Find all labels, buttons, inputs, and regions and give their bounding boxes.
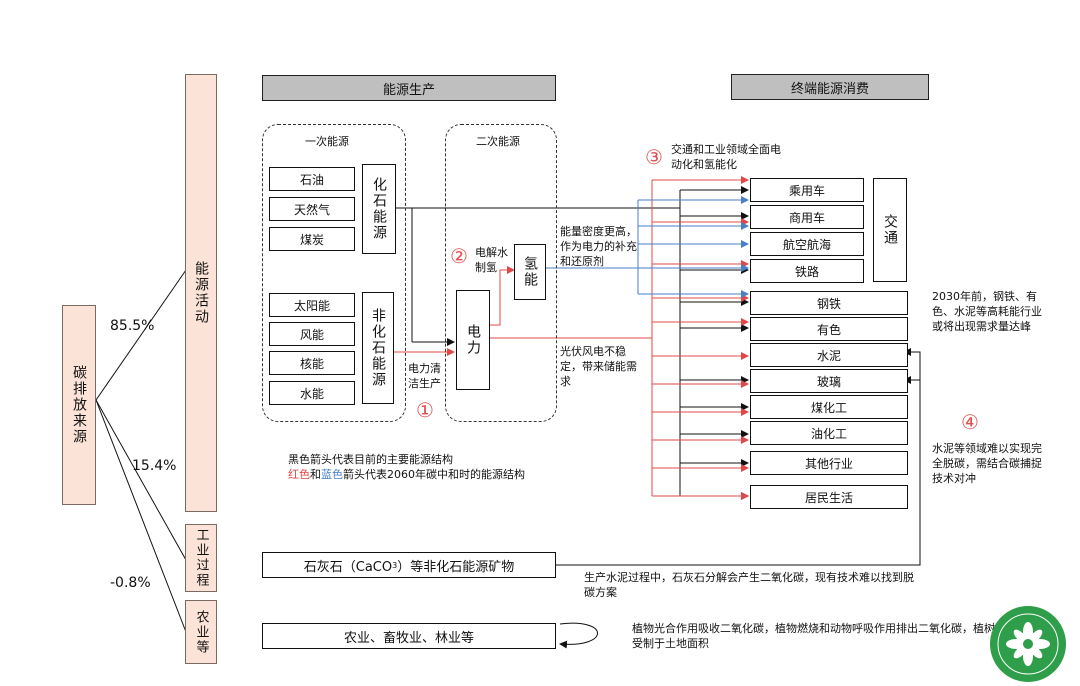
industry-process-label: 工业过程	[193, 528, 209, 588]
clean-power-note: 电力清洁生产	[408, 362, 441, 390]
industry-process-box: 工业过程	[185, 524, 217, 592]
energy-activity-label: 能源活动	[193, 261, 209, 325]
energy-activity-box: 能源活动	[185, 74, 217, 512]
passenger-car-box: 乘用车	[750, 178, 864, 202]
cement-box: 水泥	[750, 343, 908, 367]
residential-box: 居民生活	[750, 485, 908, 509]
other-industry-label: 其他行业	[804, 456, 853, 471]
fossil-energy-box: 化石能源	[362, 164, 396, 254]
end-consumption-header: 终端能源消费	[731, 74, 929, 100]
circle-two: ②	[450, 244, 468, 268]
aviation-shipping-label: 航空航海	[782, 237, 831, 252]
legend-line-1: 黑色箭头代表目前的主要能源结构	[288, 453, 453, 466]
aviation-shipping-box: 航空航海	[750, 232, 864, 256]
cement-label: 水泥	[816, 348, 841, 363]
other-industry-box: 其他行业	[750, 451, 908, 475]
nuclear-label: 核能	[299, 356, 324, 371]
railway-box: 铁路	[750, 259, 864, 283]
natural-gas-box: 天然气	[269, 197, 355, 221]
wind-label: 风能	[299, 327, 324, 342]
power-label: 电力	[465, 324, 481, 356]
pv-storage-note: 光伏风电不稳定，带来储能需求	[560, 345, 637, 388]
commercial-vehicle-box: 商用车	[750, 205, 864, 229]
wind-box: 风能	[269, 322, 355, 346]
solar-label: 太阳能	[293, 298, 330, 313]
nonferrous-box: 有色	[750, 317, 908, 341]
secondary-energy-title: 二次能源	[476, 135, 520, 148]
oil-chemical-box: 油化工	[750, 421, 908, 445]
agriculture-forestry-box: 农业、畜牧业、林业等	[262, 623, 556, 649]
nuclear-box: 核能	[269, 351, 355, 375]
oil-chemical-label: 油化工	[810, 426, 847, 441]
energy-production-header: 能源生产	[262, 75, 556, 101]
glass-box: 玻璃	[750, 369, 908, 393]
peak-demand-note: 2030年前，钢铁、有色、水泥等高耗能行业或将出现需求量达峰	[932, 290, 1042, 333]
oil-box: 石油	[269, 167, 355, 191]
legend-and-word: 和	[310, 468, 321, 481]
oil-label: 石油	[299, 172, 324, 187]
hydrogen-density-note: 能量密度更高，作为电力的补充和还原剂	[560, 225, 637, 268]
logo-badge	[990, 606, 1066, 682]
cement-process-note: 生产水泥过程中，石灰石分解会产生二氧化碳，现有技术难以找到脱碳方案	[584, 571, 914, 599]
steel-label: 钢铁	[816, 296, 841, 311]
nonferrous-label: 有色	[816, 322, 841, 337]
hydrogen-box: 氢能	[514, 244, 546, 300]
circle-three: ③	[645, 145, 663, 169]
coal-box: 煤炭	[269, 227, 355, 251]
energy-production-header-label: 能源生产	[382, 82, 435, 98]
electrolysis-note: 电解水制氢	[475, 246, 508, 274]
emission-source-label: 碳排放来源	[71, 365, 87, 445]
nonfossil-energy-label: 非化石能源	[370, 308, 386, 388]
hydrogen-label: 氢能	[522, 256, 538, 288]
coal-chemical-label: 煤化工	[810, 400, 847, 415]
limestone-prefix: 石灰石（CaCO	[303, 559, 393, 575]
limestone-suffix: ）等非化石能源矿物	[397, 559, 515, 575]
transport-box: 交通	[873, 178, 907, 282]
legend-line-2: 红色和蓝色箭头代表2060年碳中和时的能源结构	[288, 467, 618, 482]
legend: 黑色箭头代表目前的主要能源结构 红色和蓝色箭头代表2060年碳中和时的能源结构	[288, 452, 618, 482]
railway-label: 铁路	[794, 264, 819, 279]
nonfossil-energy-box: 非化石能源	[362, 292, 394, 404]
hydro-box: 水能	[269, 381, 355, 405]
primary-energy-title: 一次能源	[305, 135, 349, 148]
natural-gas-label: 天然气	[293, 202, 330, 217]
limestone-subscript: 3	[392, 560, 398, 570]
solar-box: 太阳能	[269, 293, 355, 317]
transport-label: 交通	[882, 214, 898, 246]
agri-percent: -0.8%	[110, 575, 151, 591]
power-box: 电力	[456, 290, 490, 390]
circle-four: ④	[961, 410, 979, 434]
agriculture-box: 农业等	[185, 600, 217, 664]
coal-chemical-box: 煤化工	[750, 395, 908, 419]
passenger-car-label: 乘用车	[788, 183, 825, 198]
legend-blue-word: 蓝色	[321, 468, 343, 481]
photosynthesis-note: 植物光合作用吸收二氧化碳，植物燃烧和动物呼吸作用排出二氧化碳，植树造林受制于土地…	[632, 622, 1017, 650]
glass-label: 玻璃	[816, 374, 841, 389]
commercial-vehicle-label: 商用车	[788, 210, 825, 225]
end-consumption-header-label: 终端能源消费	[790, 81, 869, 97]
coal-label: 煤炭	[299, 232, 324, 247]
agriculture-label: 农业等	[193, 609, 209, 655]
circle-one: ①	[416, 398, 434, 422]
legend-line-2-rest: 箭头代表2060年碳中和时的能源结构	[343, 468, 525, 481]
energy-percent: 85.5%	[110, 318, 155, 334]
industry-percent: 15.4%	[132, 458, 177, 474]
steel-box: 钢铁	[750, 291, 908, 315]
emission-source-box: 碳排放来源	[62, 305, 96, 505]
ccs-note: 水泥等领域难以实现完全脱碳，需结合碳捕捉技术对冲	[932, 442, 1042, 485]
fossil-energy-label: 化石能源	[371, 177, 387, 241]
residential-label: 居民生活	[804, 490, 853, 505]
secondary-energy-group	[445, 124, 557, 422]
agriculture-forestry-label: 农业、畜牧业、林业等	[343, 630, 474, 646]
primary-energy-group	[262, 124, 406, 422]
electrification-note: 交通和工业领域全面电动化和氢能化	[671, 143, 781, 171]
legend-red-word: 红色	[288, 468, 310, 481]
hydro-label: 水能	[299, 386, 324, 401]
flower-icon	[997, 613, 1059, 675]
